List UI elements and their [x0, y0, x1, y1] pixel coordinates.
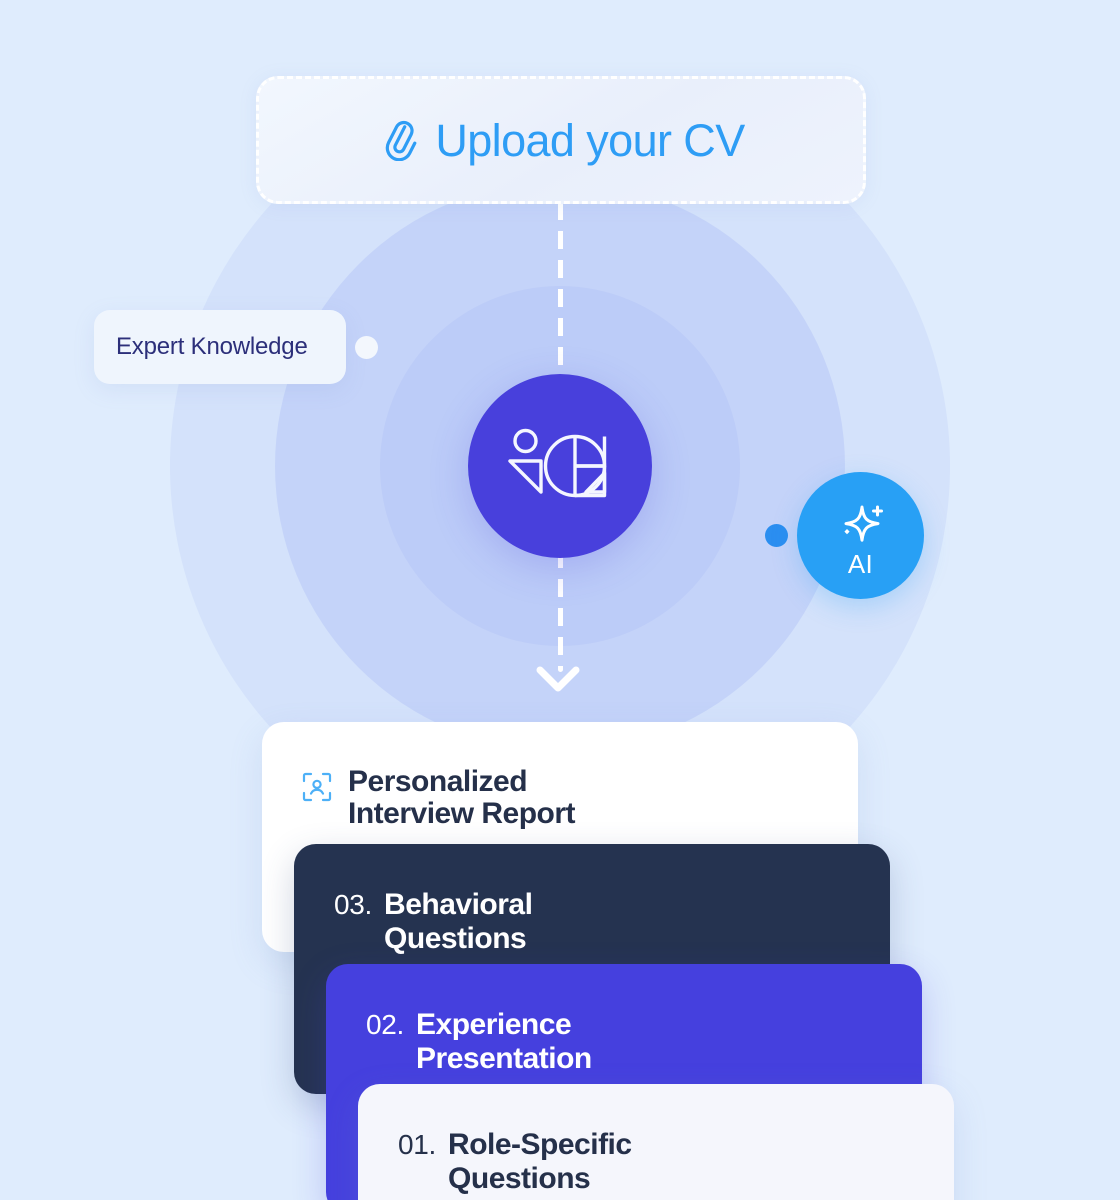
ai-label: AI	[847, 548, 874, 579]
paperclip-icon	[386, 120, 417, 161]
report-card-header: Personalized Interview Report	[302, 765, 818, 831]
report-card-title: Personalized Interview Report	[348, 765, 576, 831]
ai-connector-dot	[765, 524, 788, 547]
person-scan-icon	[302, 772, 332, 802]
card-title: Behavioral Questions	[384, 888, 533, 955]
card-heading: 01. Role-Specific Questions	[398, 1128, 914, 1195]
expert-knowledge-label: Expert Knowledge	[116, 333, 308, 360]
card-heading: 03. Behavioral Questions	[334, 888, 850, 955]
card-heading: 02. Experience Presentation	[366, 1008, 882, 1075]
abstract-geometric-logo-icon	[508, 428, 607, 498]
brand-logo-circle	[468, 374, 652, 558]
expert-knowledge-pill: Expert Knowledge	[94, 310, 346, 384]
card-title: Role-Specific Questions	[448, 1128, 632, 1195]
arrow-down-icon	[536, 664, 580, 694]
expert-knowledge-dot	[355, 336, 378, 359]
card-number: 02.	[366, 1009, 405, 1040]
sparkle-icon	[843, 505, 883, 542]
card-number: 03.	[334, 889, 373, 920]
upload-cv-dropzone[interactable]: Upload your CV	[256, 76, 866, 204]
card-number: 01.	[398, 1129, 437, 1160]
ai-badge: AI	[797, 472, 924, 599]
card-role-specific-questions: 01. Role-Specific Questions	[358, 1084, 954, 1200]
card-title: Experience Presentation	[416, 1008, 592, 1075]
upload-cv-label: Upload your CV	[435, 114, 745, 166]
